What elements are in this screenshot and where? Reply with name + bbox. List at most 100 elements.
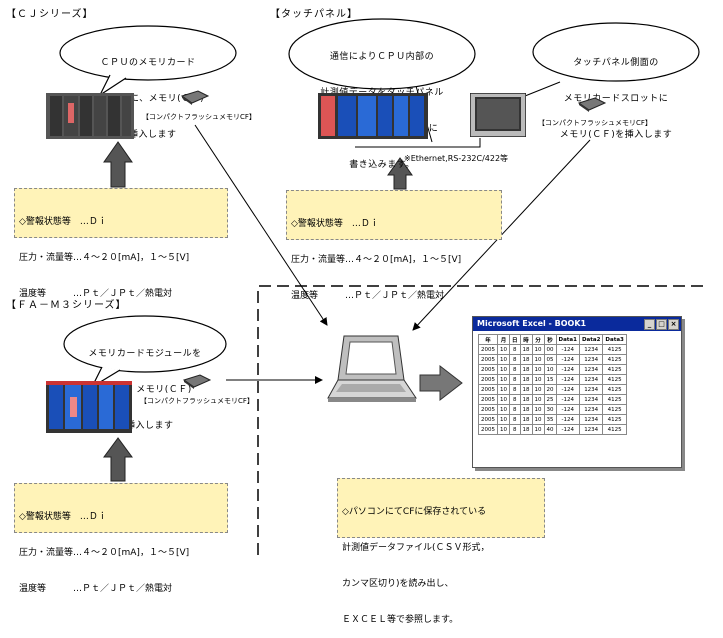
table-cell[interactable]: 8 [509,394,521,405]
table-cell[interactable]: 18 [519,344,533,355]
table-header-cell[interactable]: Data3 [602,334,627,345]
table-cell[interactable]: 15 [543,374,557,385]
table-cell[interactable]: 18 [519,374,533,385]
table-cell[interactable]: 4125 [602,384,627,395]
table-cell[interactable]: 1234 [578,394,604,405]
table-header-cell[interactable]: 日 [509,334,521,345]
table-header-cell[interactable]: 年 [478,334,498,345]
table-cell[interactable]: 40 [543,424,557,435]
table-cell[interactable]: 8 [509,414,521,425]
table-cell[interactable]: 8 [509,354,521,365]
table-header-cell[interactable]: 秒 [543,334,557,345]
table-cell[interactable]: 8 [509,374,521,385]
table-cell[interactable]: 05 [543,354,557,365]
table-cell[interactable]: -124 [555,424,580,435]
table-header-cell[interactable]: 分 [531,334,545,345]
table-cell[interactable]: 2005 [478,424,498,435]
table-cell[interactable]: 1234 [578,424,604,435]
table-cell[interactable]: 30 [543,404,557,415]
table-cell[interactable]: 4125 [602,424,627,435]
table-cell[interactable]: 8 [509,364,521,375]
table-cell[interactable]: 10 [531,394,545,405]
table-cell[interactable]: 4125 [602,364,627,375]
table-cell[interactable]: 10 [497,394,510,405]
table-cell[interactable]: -124 [555,414,580,425]
table-cell[interactable]: 10 [543,364,557,375]
table-cell[interactable]: 18 [519,364,533,375]
table-cell[interactable]: -124 [555,384,580,395]
table-cell[interactable]: 8 [509,404,521,415]
table-cell[interactable]: 1234 [578,364,604,375]
table-cell[interactable]: 4125 [602,394,627,405]
table-header-cell[interactable]: Data2 [578,334,604,345]
cj-note-line: 圧力・流量等…４～２０[mA]，１～５[V] [19,253,190,263]
cj-cf-arrow [194,124,328,326]
table-header-cell[interactable]: 時 [519,334,533,345]
table-cell[interactable]: -124 [555,394,580,405]
table-cell[interactable]: 10 [531,404,545,415]
pc-note-line: ◇パソコンにてCFに保存されている [342,507,487,517]
table-cell[interactable]: 8 [509,384,521,395]
table-cell[interactable]: 2005 [478,384,498,395]
table-cell[interactable]: 10 [531,384,545,395]
table-cell[interactable]: 10 [497,414,510,425]
table-cell[interactable]: 10 [497,424,510,435]
table-cell[interactable]: 10 [497,364,510,375]
table-cell[interactable]: 2005 [478,394,498,405]
table-cell[interactable]: 2005 [478,354,498,365]
table-cell[interactable]: 1234 [578,354,604,365]
table-cell[interactable]: 10 [531,344,545,355]
table-cell[interactable]: 1234 [578,384,604,395]
table-cell[interactable]: 2005 [478,364,498,375]
table-cell[interactable]: 10 [531,364,545,375]
table-cell[interactable]: 2005 [478,404,498,415]
table-cell[interactable]: 4125 [602,404,627,415]
minimize-icon[interactable]: _ [644,319,655,330]
table-cell[interactable]: 10 [531,354,545,365]
table-cell[interactable]: 18 [519,414,533,425]
table-cell[interactable]: 18 [519,384,533,395]
table-cell[interactable]: 4125 [602,354,627,365]
table-header-cell[interactable]: Data1 [555,334,580,345]
table-cell[interactable]: 2005 [478,374,498,385]
table-cell[interactable]: -124 [555,374,580,385]
table-cell[interactable]: 1234 [578,414,604,425]
table-header-cell[interactable]: 月 [497,334,510,345]
touch-plc-unit [318,93,428,139]
table-cell[interactable]: 8 [509,424,521,435]
table-cell[interactable]: 18 [519,354,533,365]
table-cell[interactable]: 10 [531,374,545,385]
table-cell[interactable]: 4125 [602,374,627,385]
table-cell[interactable]: 1234 [578,344,604,355]
table-cell[interactable]: 10 [497,374,510,385]
table-cell[interactable]: 10 [497,404,510,415]
table-cell[interactable]: 10 [531,424,545,435]
table-cell[interactable]: -124 [555,364,580,375]
table-cell[interactable]: 10 [531,414,545,425]
table-cell[interactable]: 2005 [478,414,498,425]
table-cell[interactable]: 10 [497,354,510,365]
table-cell[interactable]: 18 [519,404,533,415]
table-cell[interactable]: 10 [497,344,510,355]
table-cell[interactable]: 2005 [478,344,498,355]
table-cell[interactable]: 4125 [602,344,627,355]
table-cell[interactable]: 1234 [578,374,604,385]
table-cell[interactable]: 25 [543,394,557,405]
table-cell[interactable]: 18 [519,394,533,405]
close-icon[interactable]: × [668,319,679,330]
table-cell[interactable]: 20 [543,384,557,395]
table-cell[interactable]: 10 [497,384,510,395]
table-cell[interactable]: 1234 [578,404,604,415]
table-cell[interactable]: -124 [555,344,580,355]
touch-note-line: 圧力・流量等…４～２０[mA]，１～５[V] [291,255,462,265]
table-cell[interactable]: -124 [555,404,580,415]
table-cell[interactable]: 00 [543,344,557,355]
table-cell[interactable]: 18 [519,424,533,435]
table-cell[interactable]: 8 [509,344,521,355]
table-cell[interactable]: 35 [543,414,557,425]
touch-bubble2-line: タッチパネル側面の [573,58,659,68]
touch-callout-bubble-2: タッチパネル側面の メモリカードスロットに メモリ(ＣＦ)を挿入します [531,22,701,140]
table-cell[interactable]: -124 [555,354,580,365]
maximize-icon[interactable]: □ [656,319,667,330]
table-cell[interactable]: 4125 [602,414,627,425]
